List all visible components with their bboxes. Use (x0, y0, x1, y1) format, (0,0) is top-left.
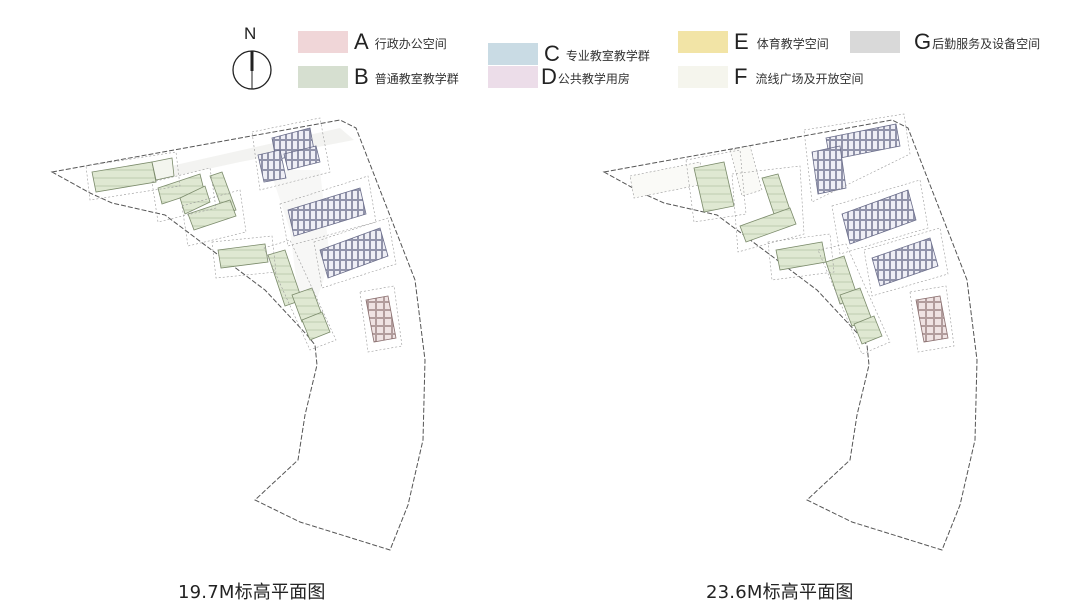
legend-swatch-f (678, 66, 728, 88)
legend-swatch-d (488, 66, 538, 88)
legend-swatch-e (678, 31, 728, 53)
admin-block (365, 295, 397, 343)
north-compass: N (230, 24, 276, 94)
legend-swatch-g (850, 31, 900, 53)
legend-letter: B (354, 64, 369, 89)
admin-block (915, 295, 949, 343)
classroom-cluster (91, 157, 331, 341)
site-plan-23-6m (602, 113, 978, 551)
plan-caption-19-7m: 19.7M标高平面图 (178, 582, 326, 603)
legend-label: 普通教室教学群 (374, 72, 459, 86)
legend-letter: D (541, 64, 557, 89)
legend-item-b: B 普通教室教学群 (298, 66, 459, 88)
legend-item-f: F 流线广场及开放空间 (678, 66, 863, 88)
north-arrow-icon (232, 50, 272, 90)
legend-item-e: E 体育教学空间 (678, 31, 829, 53)
specialized-classroom-cluster (811, 123, 939, 287)
legend-swatch-c (488, 43, 538, 65)
legend-letter: F (734, 64, 748, 89)
legend-item-g: G 后勤服务及设备空间 (850, 31, 1040, 53)
legend-label: 专业教室教学群 (565, 49, 650, 63)
plan-caption-23-6m: 23.6M标高平面图 (706, 582, 854, 603)
legend-label: 后勤服务及设备空间 (932, 37, 1041, 51)
north-label: N (244, 24, 257, 43)
legend-label: 体育教学空间 (756, 37, 829, 51)
site-plan-19-7m (50, 117, 426, 551)
specialized-classroom-cluster (257, 127, 389, 279)
legend-swatch-b (298, 66, 348, 88)
legend-swatch-a (298, 31, 348, 53)
legend-letter: A (354, 29, 369, 54)
classroom-cluster (693, 161, 883, 345)
legend-item-c: C 专业教室教学群 (488, 31, 650, 65)
legend-label: 流线广场及开放空间 (755, 72, 864, 86)
legend-letter: C (544, 41, 560, 66)
legend-item-d: D 公共教学用房 (488, 66, 630, 88)
legend-letter: G (914, 29, 932, 54)
site-boundary (50, 119, 426, 551)
legend-label: 公共教学用房 (557, 72, 630, 86)
legend-letter: E (734, 29, 749, 54)
legend-item-a: A 行政办公空间 (298, 31, 447, 53)
legend-label: 行政办公空间 (374, 37, 447, 51)
